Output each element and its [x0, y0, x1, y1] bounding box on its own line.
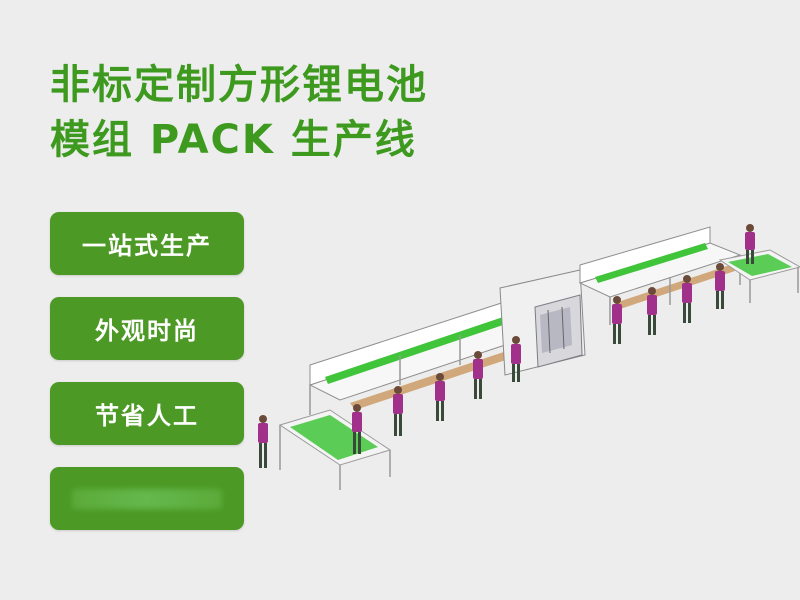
worker [745, 224, 755, 264]
right-conveyor-line [578, 226, 742, 325]
left-loading-table [278, 409, 392, 490]
title-line-2: 模组 PACK 生产线 [50, 117, 417, 163]
feature-blurred [50, 467, 244, 530]
worker [435, 373, 445, 421]
page-title: 非标定制方形锂电池 模组 PACK 生产线 [50, 58, 428, 168]
worker [682, 275, 692, 323]
blurred-text [72, 488, 222, 509]
title-line-1: 非标定制方形锂电池 [50, 62, 428, 108]
workers [258, 224, 755, 468]
worker [511, 336, 521, 382]
central-assembly-machine [499, 269, 586, 376]
production-line-illustration [258, 224, 800, 490]
worker [393, 386, 403, 436]
worker [258, 415, 268, 468]
worker [612, 296, 622, 344]
feature-list: 一站式生产 外观时尚 节省人工 [50, 212, 244, 530]
worker [473, 351, 483, 399]
worker [647, 287, 657, 335]
worker [715, 263, 725, 309]
feature-labor-saving: 节省人工 [50, 382, 244, 445]
feature-stylish-appearance: 外观时尚 [50, 297, 244, 360]
worker [352, 404, 362, 454]
right-unloading-table [718, 249, 800, 303]
feature-one-stop-production: 一站式生产 [50, 212, 244, 275]
